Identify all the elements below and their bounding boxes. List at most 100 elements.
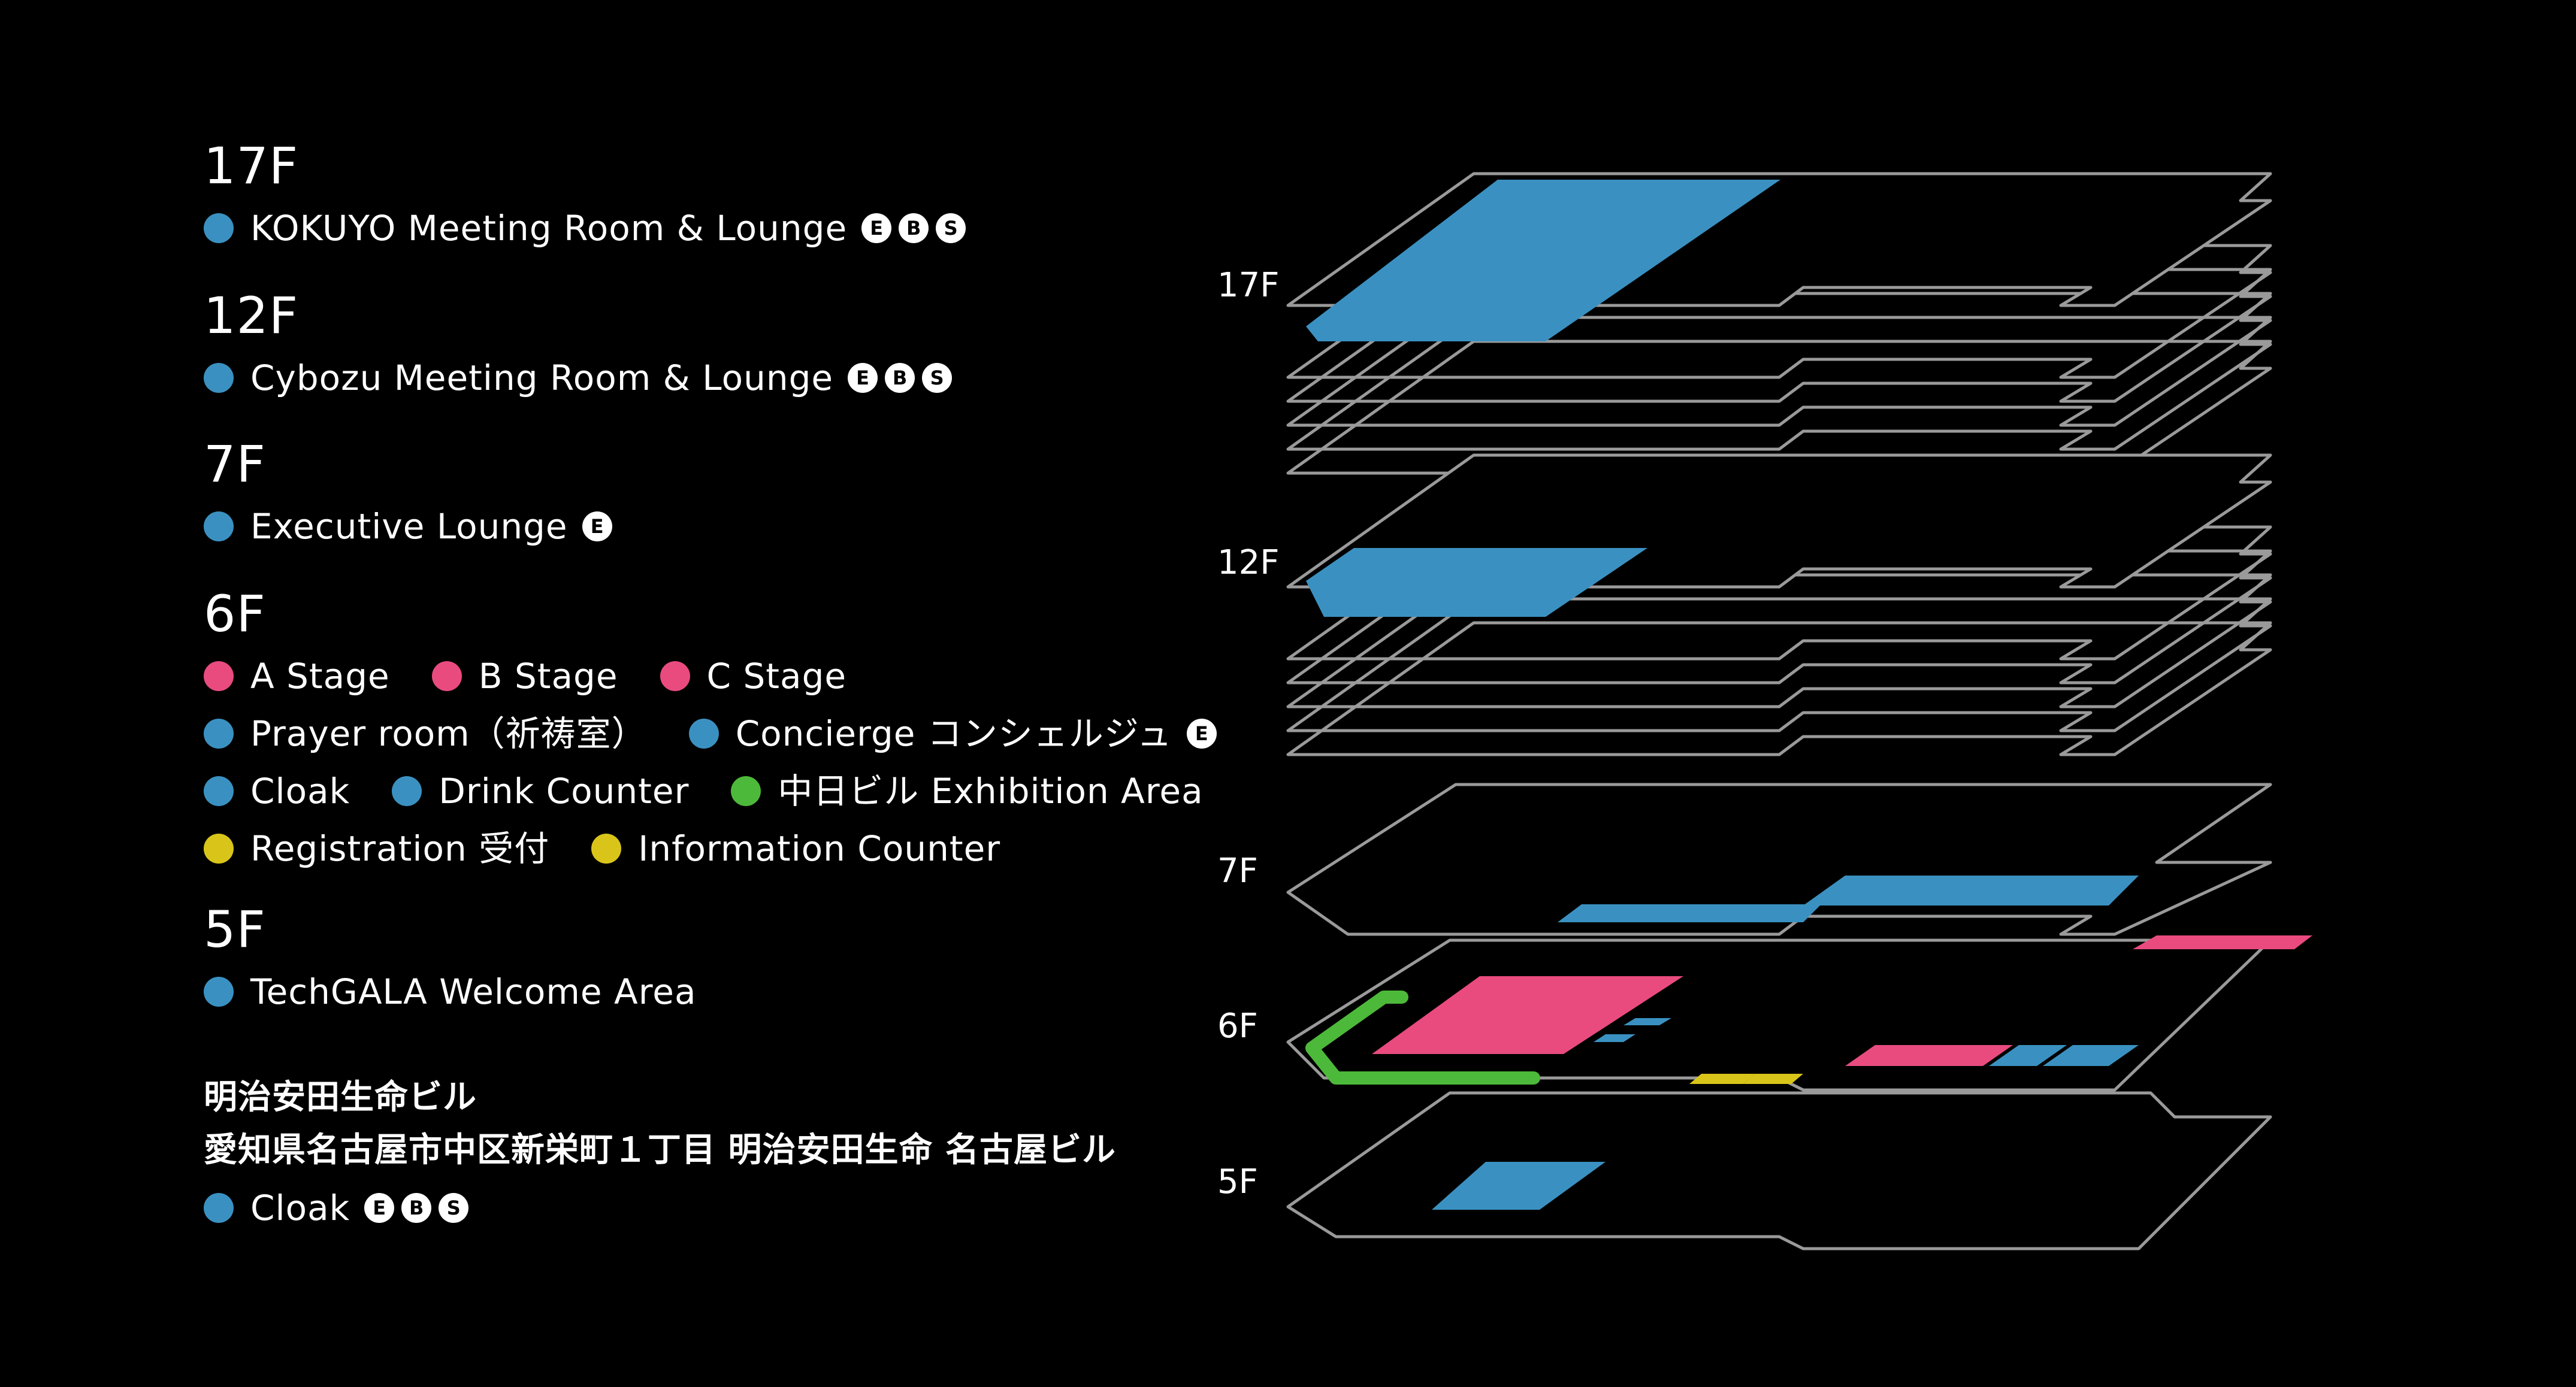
legend-row: TechGALA Welcome Area [204,970,739,1013]
blue-dot-icon [204,1193,234,1223]
outline-12f-5 [1286,621,2272,756]
badge-group: E [582,511,619,541]
legend-5f: 5F TechGALA Welcome Area [204,904,739,1028]
area-17f-kokuyo-lounge [1306,180,1780,341]
legend-label: Prayer room（祈祷室） [250,713,647,754]
outline-17f-5 [1286,340,2272,475]
b-badge-icon: B [401,1193,432,1223]
legend-label: Cloak [250,771,350,811]
floor-label-5f: 5F [1217,1162,1258,1201]
outline-12f-3 [1286,573,2272,708]
area-5f-welcome [1432,1162,1606,1210]
area-6f-b-stage [1845,1045,2013,1066]
venue-name: 明治安田生命ビル [204,1078,477,1117]
green-dot-icon [731,776,761,806]
e-badge-icon: E [848,363,878,393]
legend-row: Executive Lounge E [204,505,661,548]
legend-row: A Stage B Stage C Stage [204,655,1266,698]
blue-dot-icon [204,213,234,243]
floor-title-5f: 5F [204,900,266,959]
badge-group: E B S [848,363,959,393]
area-7f-lounge-right [1803,876,2139,906]
legend-item-a-stage: A Stage [204,659,390,694]
legend-item-welcome-area: TechGALA Welcome Area [204,974,697,1009]
area-6f-drink-counter [1989,1045,2067,1066]
legend-label: TechGALA Welcome Area [250,971,697,1012]
s-badge-icon: S [922,363,953,393]
legend-row: Cloak E B S [204,1186,1116,1229]
b-badge-icon: B [885,363,915,393]
badge-group: E B S [861,213,973,243]
e-badge-icon: E [861,213,892,243]
venue-info: 明治安田生命ビル 愛知県名古屋市中区新栄町１丁目 明治安田生命 名古屋ビル Cl… [204,1081,1116,1244]
highlighted-areas [1305,180,2312,1210]
legend-row: Registration 受付 Information Counter [204,827,1266,870]
legend-label: Cybozu Meeting Room & Lounge [250,358,834,398]
e-badge-icon: E [364,1193,395,1223]
area-12f-cybozu-lounge [1306,548,1647,617]
e-badge-icon: E [1186,719,1217,749]
venue-address: 愛知県名古屋市中区新栄町１丁目 明治安田生命 名古屋ビル [204,1131,1116,1170]
legend-17f: 17F KOKUYO Meeting Room & Lounge E B S [204,141,1015,264]
legend-label: Registration 受付 [250,828,550,869]
legend-row: KOKUYO Meeting Room & Lounge E B S [204,207,1015,250]
legend-item-prayer-room: Prayer room（祈祷室） [204,716,647,751]
legend-label: Concierge コンシェルジュ [735,713,1172,754]
legend-item-concierge: Concierge コンシェルジュ E [688,713,1224,754]
floor-title-6f: 6F [204,585,266,643]
pink-dot-icon [660,661,690,691]
floor-stack-diagram: 17F 12F 7F 6F 5F [1217,172,2312,1250]
floor-labels: 17F 12F 7F 6F 5F [1217,266,1279,1201]
blue-dot-icon [392,776,422,806]
floor-label-17f: 17F [1217,266,1279,305]
e-badge-icon: E [582,511,612,541]
legend-item-c-stage: C Stage [660,659,847,694]
legend-7f: 7F Executive Lounge E [204,439,661,562]
floor-title-17f: 17F [204,137,299,195]
badge-group: E B S [364,1193,476,1223]
floor-label-12f: 12F [1217,543,1279,582]
legend-item-cybozu: Cybozu Meeting Room & Lounge E B S [204,361,959,395]
yellow-dot-icon [204,834,234,864]
legend-label: 中日ビル Exhibition Area [778,771,1204,811]
blue-dot-icon [204,977,234,1007]
floor-label-6f: 6F [1217,1007,1258,1046]
legend-item-cloak: Cloak [204,774,350,808]
legend-item-venue-cloak: Cloak E B S [204,1191,476,1225]
blue-dot-icon [204,363,234,393]
legend-item-exhibition-area: 中日ビル Exhibition Area [731,774,1203,808]
legend-label: A Stage [250,656,390,696]
area-6f-a-stage [1372,976,1683,1054]
pink-dot-icon [204,661,234,691]
blue-dot-icon [688,719,719,749]
legend-item-kokuyo: KOKUYO Meeting Room & Lounge E B S [204,211,973,246]
blue-dot-icon [204,511,234,541]
legend-item-information-counter: Information Counter [591,831,1000,866]
area-6f-cloak-2 [1623,1018,1671,1025]
area-6f-registration-1 [1689,1074,1755,1084]
legend-label: C Stage [706,656,847,696]
legend-item-registration: Registration 受付 [204,831,549,866]
outline-17f-4 [1286,316,2272,451]
outline-5f [1286,1091,2272,1250]
blue-dot-icon [204,776,234,806]
outline-12f-4 [1286,597,2272,732]
legend-item-executive-lounge: Executive Lounge E [204,509,619,544]
legend-row: Cloak Drink Counter 中日ビル Exhibition Area [204,770,1266,813]
floor-title-12f: 12F [204,286,299,345]
legend-row: Prayer room（祈祷室） Concierge コンシェルジュ E [204,712,1266,755]
legend-label: Drink Counter [439,771,690,811]
area-6f-concierge [2043,1045,2139,1066]
legend-label: Cloak [250,1188,350,1228]
s-badge-icon: S [439,1193,469,1223]
area-6f-cloak-1 [1594,1034,1635,1042]
s-badge-icon: S [936,213,966,243]
pink-dot-icon [431,661,462,691]
legend-label: KOKUYO Meeting Room & Lounge [250,208,848,249]
floor-label-7f: 7F [1217,852,1258,891]
floor-legend: 17F KOKUYO Meeting Room & Lounge E B S 1… [0,0,1217,1387]
floor-title-7f: 7F [204,435,266,493]
badge-group: E [1186,719,1224,749]
outline-17f-3 [1286,292,2272,427]
yellow-dot-icon [591,834,622,864]
